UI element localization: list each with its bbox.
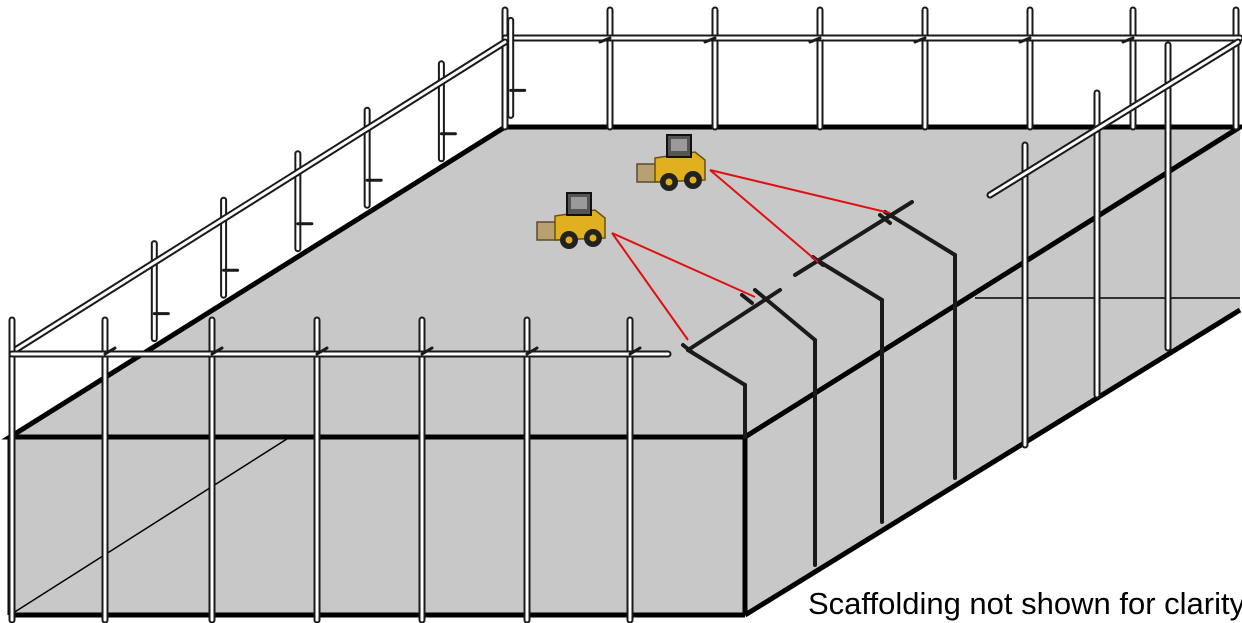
rail-clamp [315,346,329,356]
rail-clamp [1121,36,1135,44]
control-lines [611,169,891,341]
control-line [611,232,756,298]
loader-hub [589,234,597,242]
tieback [818,260,884,302]
skid-steer-loader-2 [536,192,606,249]
guardrail-top-rail-highlight [988,40,1240,197]
rail-clamp [598,36,612,44]
loader-hub [689,176,697,184]
perimeter-guardrail [8,6,1242,623]
rail-clamp [913,36,927,44]
guardrail-top-rail-highlight [10,40,507,354]
control-line [709,169,819,263]
warning-line-system [681,200,957,567]
line-stanchion [740,293,754,305]
front-wall [10,437,745,615]
loader-cab-window [671,139,687,151]
rail-clamp [210,346,224,356]
rail-clamp [420,346,434,356]
loaders [536,134,706,249]
tieback [686,348,747,387]
tieback [883,210,957,257]
warning-line [793,200,914,277]
skid-steer-loader-1 [636,134,706,191]
rail-clamp [525,346,539,356]
control-line [611,232,689,341]
caption: Scaffolding not shown for clarity [808,586,1242,621]
rail-clamp [103,346,117,356]
loader-cab-window [571,197,587,209]
rail-clamp [628,346,642,356]
tieback [753,288,817,342]
right-wall [745,128,1240,615]
control-line [709,169,891,214]
loader-hub [665,178,673,186]
rail-clamp [703,36,717,44]
loader-hub [565,236,573,244]
line-stanchion [878,213,892,225]
line-stanchion [681,343,695,355]
rail-clamp [808,36,822,44]
rail-clamp [1018,36,1032,44]
hidden-edges [9,297,1240,616]
